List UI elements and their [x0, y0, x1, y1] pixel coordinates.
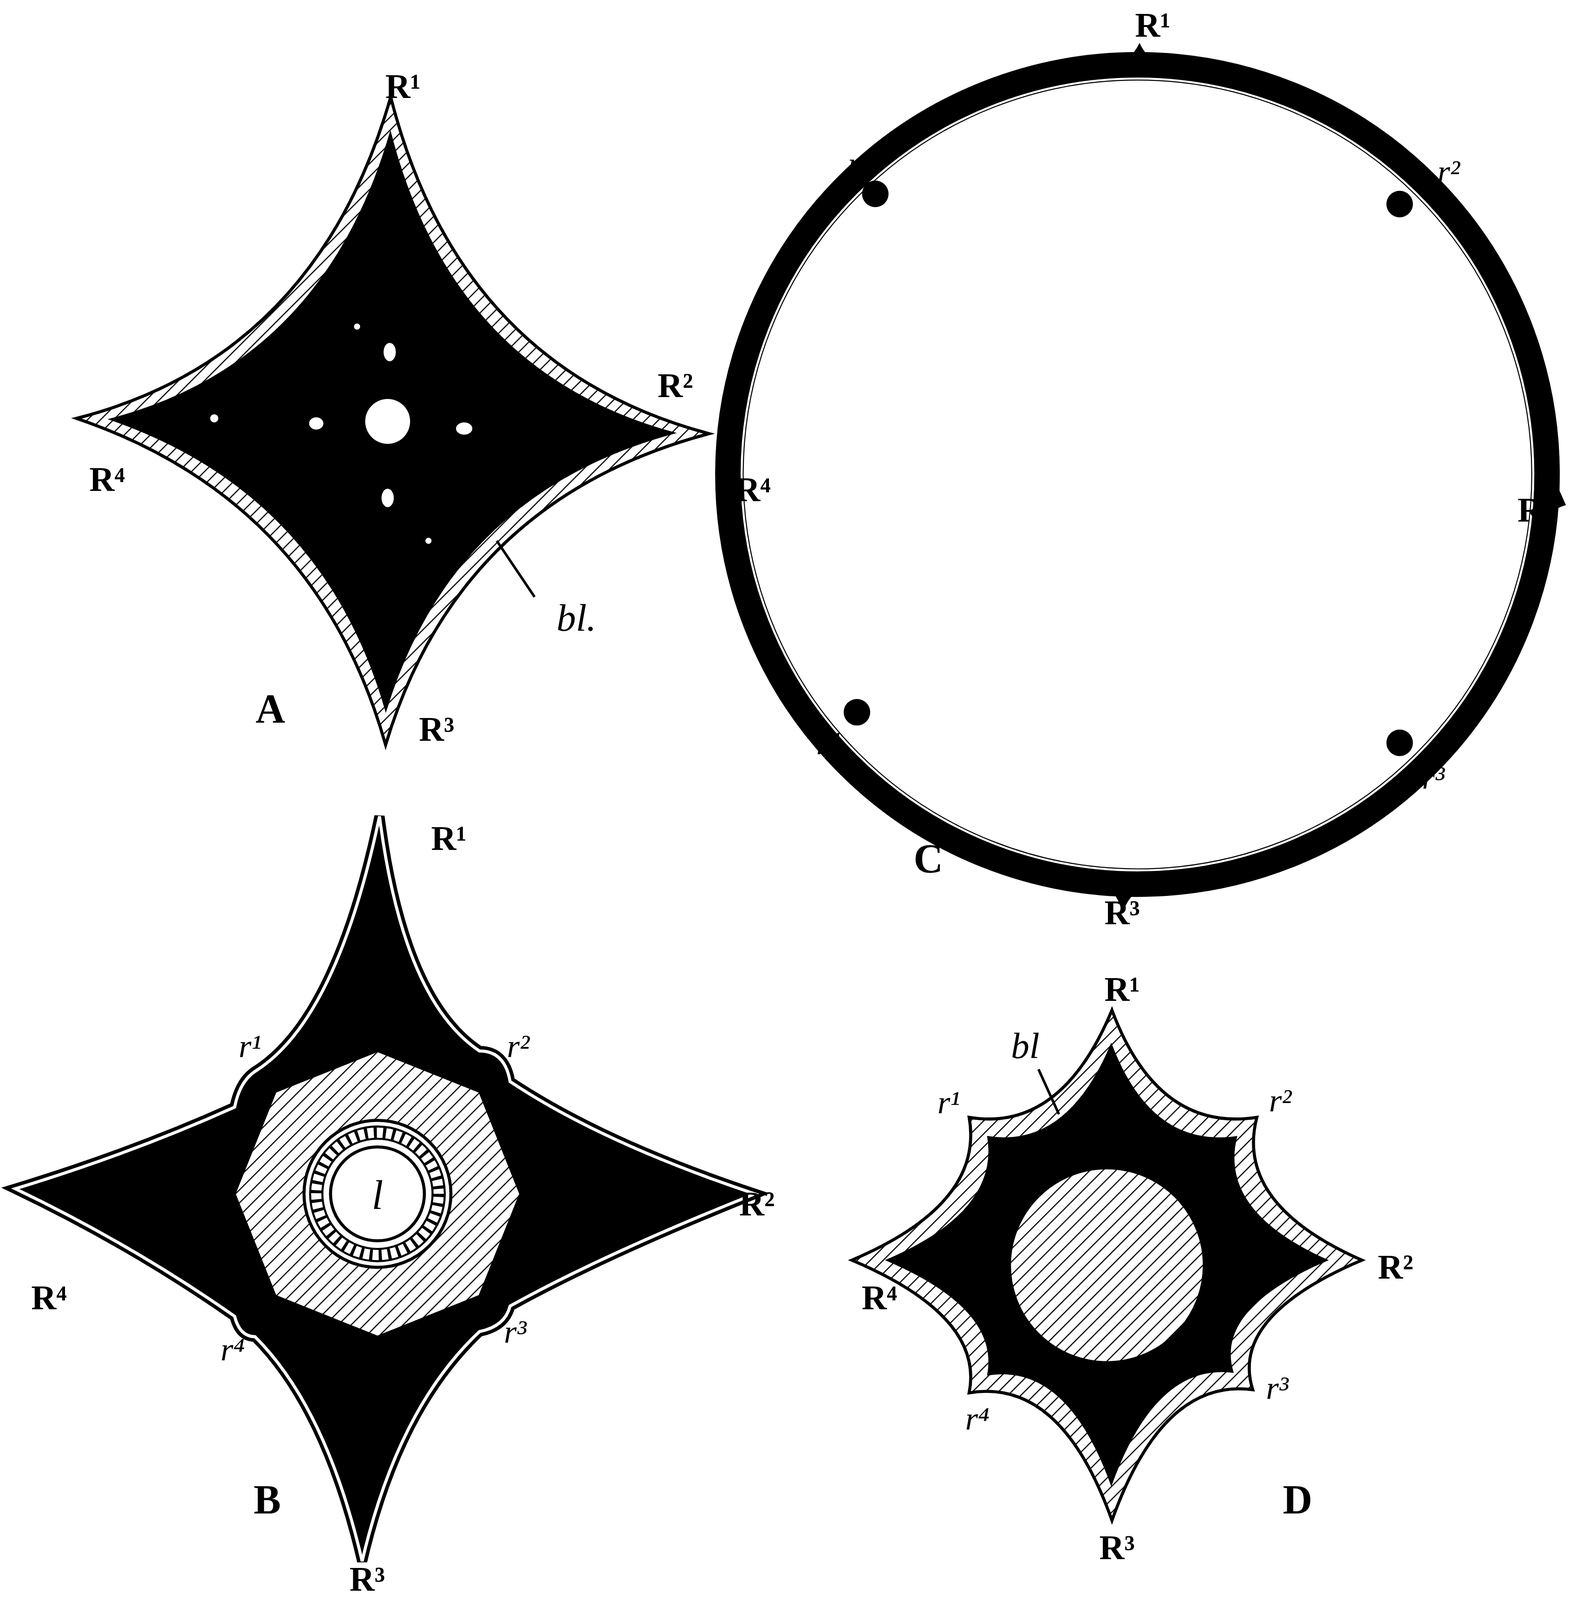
figure-letter: B: [253, 1479, 281, 1521]
ray-label: r³: [1265, 1371, 1289, 1404]
ray-label: r³: [1422, 761, 1445, 794]
figure-letter: A: [255, 688, 285, 730]
ray-label: R²: [1517, 492, 1553, 528]
ray-label: R¹: [385, 69, 421, 105]
part-label: bl.: [556, 597, 597, 637]
ray-label: r²: [507, 1029, 530, 1062]
figure-b: [15, 816, 756, 1562]
ray-label: R³: [418, 712, 455, 748]
ray-label: r¹: [937, 1085, 960, 1119]
ray-label: r¹: [238, 1029, 261, 1062]
part-label: l: [371, 1175, 384, 1217]
figure-a: [76, 97, 710, 745]
ray-label: r⁴: [220, 1332, 245, 1365]
ray-label: R⁴: [89, 462, 125, 497]
ray-label: R⁴: [861, 1280, 898, 1316]
figure-letter: D: [1282, 1479, 1313, 1521]
ray-label: R²: [739, 1186, 775, 1222]
ray-label: R¹: [431, 821, 467, 857]
part-label: bl: [1010, 1027, 1040, 1064]
ray-label: r²: [1269, 1083, 1292, 1116]
ray-label: r⁴: [816, 726, 841, 759]
figure-d: [852, 1009, 1363, 1521]
ray-label: r⁴: [965, 1401, 990, 1435]
ray-label: r³: [503, 1315, 527, 1348]
ray-label: r²: [1437, 155, 1460, 188]
ray-label: R⁴: [735, 472, 771, 508]
ray-label: r¹: [847, 146, 871, 180]
ray-label: R³: [1104, 895, 1140, 931]
ray-label: R¹: [1134, 8, 1171, 44]
ray-label: R³: [1099, 1530, 1135, 1566]
ray-label: R²: [1377, 1249, 1413, 1285]
ray-label: R¹: [1104, 972, 1140, 1008]
figure-c: [719, 42, 1567, 913]
ray-label: R³: [349, 1562, 385, 1597]
ray-label: R⁴: [31, 1280, 67, 1316]
ray-label: R²: [657, 368, 693, 404]
figure-letter: C: [913, 838, 944, 880]
